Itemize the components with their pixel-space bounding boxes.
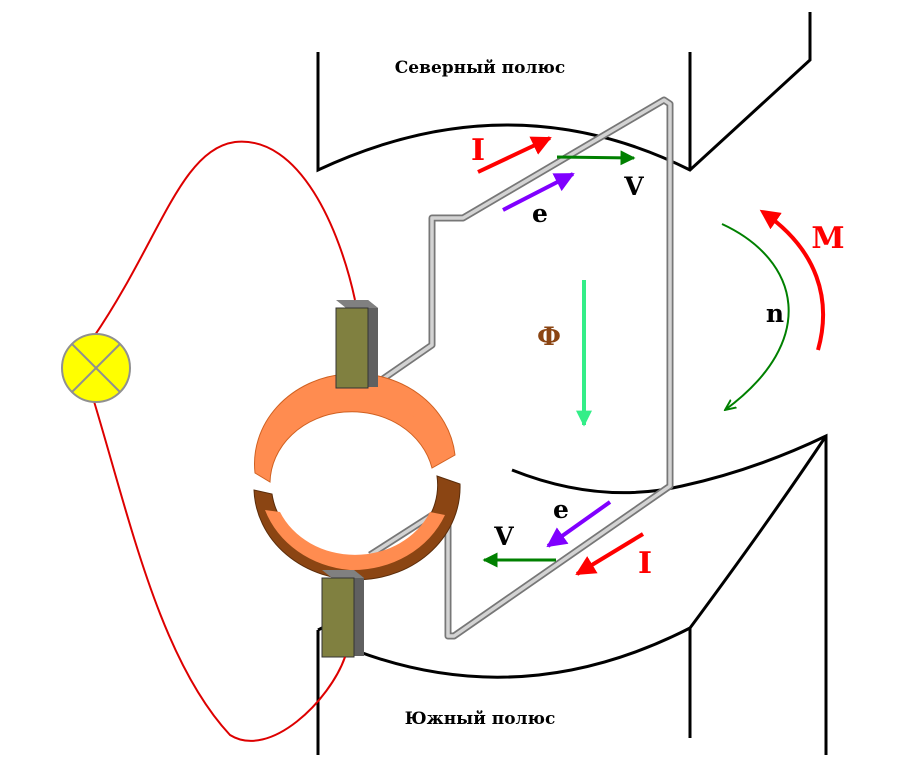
- emf-arrow-bottom: [546, 500, 612, 548]
- south-pole-magnet: [316, 433, 828, 755]
- flux-label: Ф: [537, 322, 561, 351]
- velocity-arrow-top: [556, 150, 636, 166]
- velocity-label-bottom: V: [493, 522, 514, 551]
- speed-label: n: [766, 299, 784, 328]
- current-arrow-top: [477, 136, 552, 174]
- top-brush-icon: [335, 300, 378, 389]
- emf-label-bottom: e: [553, 495, 569, 524]
- bottom-brush-icon: [321, 570, 364, 658]
- external-circuit-wire: [92, 140, 356, 742]
- north-pole-magnet: [316, 12, 812, 173]
- armature-coil: [365, 96, 674, 640]
- emf-arrow-top: [502, 172, 575, 212]
- speed-arc-arrow: [721, 223, 790, 410]
- north-pole-label: Северный полюс: [395, 58, 565, 78]
- south-pole-label: Южный полюс: [405, 709, 556, 729]
- current-label-bottom: I: [638, 546, 652, 581]
- current-arrow-bottom: [575, 532, 645, 576]
- emf-label-top: e: [532, 199, 548, 228]
- current-label-top: I: [471, 133, 485, 168]
- velocity-label-top: V: [623, 172, 644, 201]
- torque-label: M: [811, 221, 844, 256]
- torque-arc-arrow: [759, 209, 826, 351]
- commutator-icon: [253, 373, 461, 581]
- lamp-icon: [61, 333, 131, 403]
